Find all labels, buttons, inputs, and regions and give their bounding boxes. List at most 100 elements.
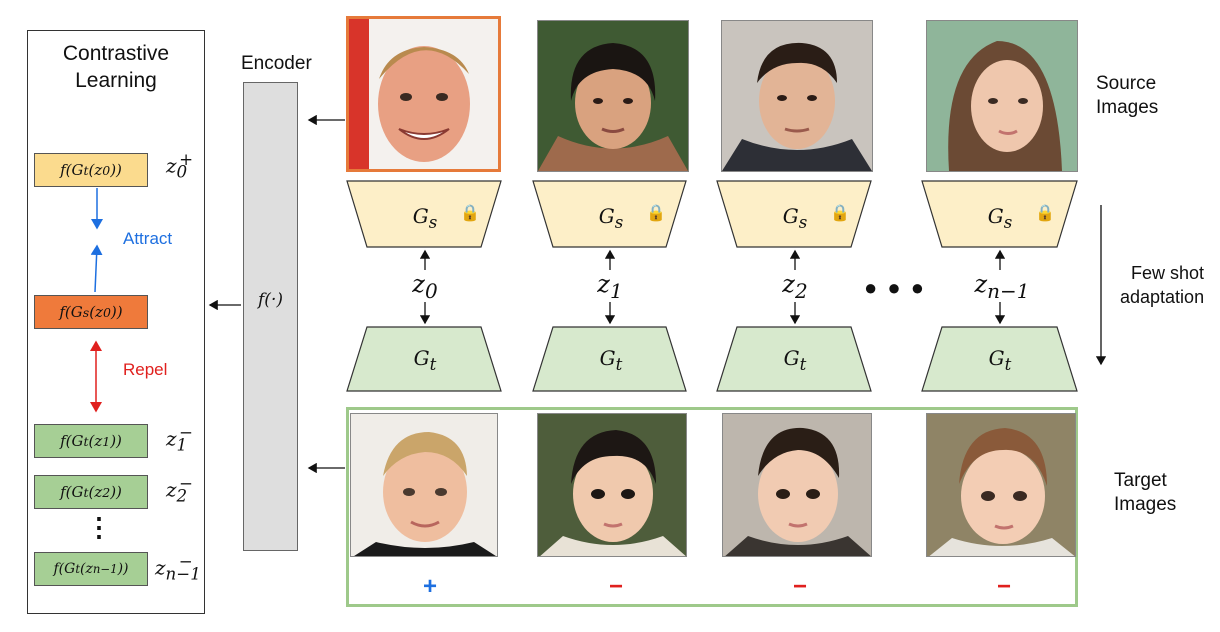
latent-zn-1: zn−1 (962, 270, 1042, 303)
repel-label: Repel (123, 360, 168, 379)
target-image-0 (350, 413, 498, 557)
box-argsub: 2 (102, 484, 111, 500)
z-base: z (412, 270, 425, 298)
label-line: Target (1114, 470, 1167, 491)
g-base: G (782, 204, 799, 228)
contrastive-panel (27, 30, 205, 614)
negative-sign: − (608, 573, 623, 600)
target-generator-3 (921, 326, 1078, 392)
box-sub: t (83, 162, 89, 178)
z-sup: − (179, 423, 194, 442)
label-line: Source (1096, 73, 1157, 94)
target-images-label: Target Images (1114, 469, 1176, 517)
box-arg: (z (89, 303, 103, 321)
g-base: G (783, 346, 800, 370)
source-generators (346, 180, 1078, 248)
z-sub: n−1 (165, 564, 201, 584)
latent-arrows (419, 249, 1006, 325)
label-line: Images (1096, 97, 1159, 118)
target-image-2 (722, 413, 872, 557)
label-line: adaptation (1120, 287, 1205, 307)
face-image (349, 19, 498, 169)
g-base: G (988, 346, 1005, 370)
target-generators (346, 326, 1078, 392)
box-sub: s (82, 304, 90, 320)
face-image (538, 414, 686, 556)
encoder-label: Encoder (241, 53, 312, 74)
lock-icon: 🔒 (646, 205, 666, 222)
box-sub: t (83, 433, 89, 449)
zn-1-negative-label: zn−1− (155, 552, 201, 584)
box-text: f(G (53, 561, 76, 577)
box-end: )) (110, 432, 122, 450)
label-line: Images (1114, 494, 1177, 515)
box-end: )) (110, 483, 122, 501)
positive-sign: + (422, 573, 437, 600)
box-text: f(G (60, 432, 84, 450)
z-sub: 2 (176, 486, 188, 506)
box-text: f(G (59, 303, 83, 321)
lock-icon: 🔒 (830, 205, 850, 222)
z-sub: n−1 (987, 278, 1030, 303)
z-base: z (166, 477, 177, 502)
z-sub: 0 (176, 162, 188, 182)
box-argsub: n−1 (92, 562, 118, 576)
box-sub: t (83, 484, 89, 500)
face-image (351, 414, 497, 556)
box-end: )) (110, 161, 122, 179)
lock-icon: 🔒 (460, 205, 480, 222)
face-image (927, 21, 1077, 171)
source-image-1 (537, 20, 689, 172)
source-generator-0 (346, 180, 502, 248)
z-sub: 2 (794, 278, 808, 303)
gs-label-3: Gs (922, 204, 1078, 232)
box-argsub: 0 (102, 162, 111, 178)
g-base: G (413, 346, 430, 370)
z1-negative-label: z1− (166, 423, 193, 455)
gt-label-2: Gt (717, 346, 873, 374)
source-image-2 (721, 20, 873, 172)
lock-icon: 🔒 (1035, 205, 1055, 222)
box-arg: (z (88, 432, 103, 450)
z-sub: 1 (176, 435, 188, 455)
panel-title-line1: Contrastive (62, 42, 170, 65)
face-image (538, 21, 688, 171)
z-base: z (166, 426, 177, 451)
z-sup: − (179, 474, 194, 493)
box-text: f(G (60, 483, 84, 501)
source-image-3 (926, 20, 1078, 172)
box-arg: (z (88, 483, 103, 501)
z0-positive-label: z0+ (166, 150, 193, 182)
continuation-dots: ● ● ● (864, 275, 927, 300)
box-text: f(G (60, 161, 84, 179)
gt-label-3: Gt (922, 346, 1078, 374)
attract-label: Attract (123, 229, 173, 248)
box-arg: (z (80, 561, 93, 577)
source-generator-3 (921, 180, 1078, 248)
gt-label-0: Gt (347, 346, 503, 374)
face-image (927, 414, 1075, 556)
z-base: z (166, 153, 177, 178)
encoder-block (243, 82, 298, 551)
target-image-1 (537, 413, 687, 557)
latent-z0: z0 (395, 270, 455, 303)
g-sub: s (798, 213, 808, 232)
box-arg: (z (88, 161, 103, 179)
z-base: z (597, 270, 610, 298)
attract-arrow-up (90, 244, 103, 293)
g-base: G (987, 204, 1004, 228)
z-base: z (155, 555, 166, 580)
gs-label-2: Gs (717, 204, 873, 232)
g-sub: s (1003, 213, 1013, 232)
latent-z1: z1 (580, 270, 640, 303)
box-sub: t (75, 562, 81, 576)
source-images-label: Source Images (1096, 72, 1158, 120)
encoder-function: f(·) (258, 290, 283, 310)
box-argsub: 0 (102, 304, 111, 320)
